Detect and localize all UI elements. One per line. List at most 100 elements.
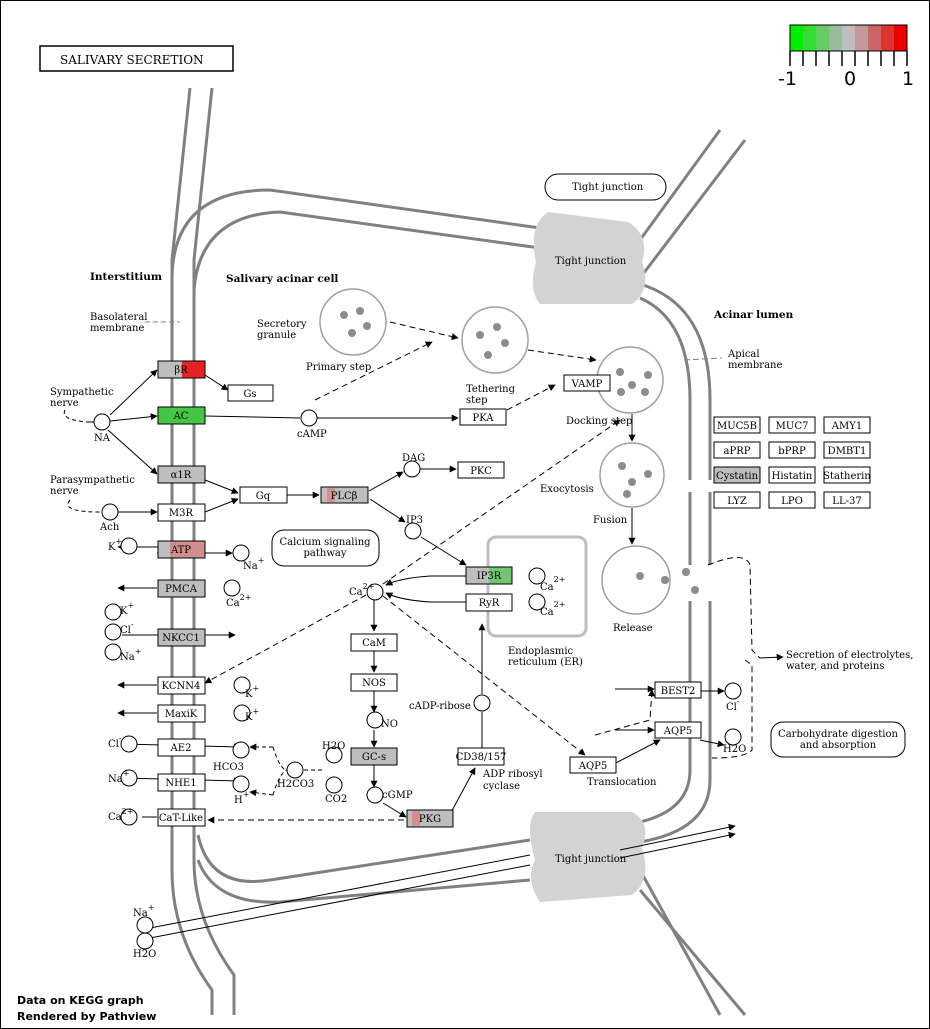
svg-text:Ca2+: Ca2+ — [226, 593, 251, 609]
svg-text:PMCA: PMCA — [165, 584, 198, 595]
gene-MaxiK — [157, 704, 206, 723]
bottom-right-line-b — [638, 889, 747, 1016]
gene-NHE1 — [157, 773, 206, 792]
svg-text:K+: K+ — [120, 601, 134, 617]
footer-line-2: Rendered by Pathview — [17, 1010, 156, 1023]
svg-text:Cl-: Cl- — [726, 697, 740, 713]
bottom-right-line-a — [638, 869, 722, 1016]
lumen-tubes — [149, 823, 736, 939]
top-right-line-a — [638, 129, 722, 241]
calcium-pathway-link[interactable] — [271, 529, 380, 567]
gene-CD38 — [457, 747, 505, 766]
legend-color-cell — [816, 25, 830, 51]
protein-label: bPRP — [778, 446, 806, 457]
svg-text:Ca2+: Ca2+ — [540, 575, 565, 593]
svg-text:RyR: RyR — [479, 598, 500, 609]
gene-AQP5-apical — [654, 721, 702, 739]
svg-text:K+: K+ — [245, 684, 259, 700]
legend-color-cell — [803, 25, 817, 51]
protein-box — [823, 441, 871, 459]
svg-text:PKG: PKG — [419, 814, 441, 825]
region-interstitium: Interstitium — [90, 271, 162, 283]
tight-junction-label: Tight junction — [572, 182, 644, 193]
gene-CaT — [157, 808, 206, 827]
legend-label-min: -1 — [778, 68, 797, 90]
svg-text:βR: βR — [174, 365, 188, 376]
svg-text:DAG: DAG — [402, 453, 425, 464]
svg-text:CaM: CaM — [362, 638, 386, 649]
svg-text:Cl-: Cl- — [120, 620, 134, 636]
gene-CaM — [350, 633, 398, 652]
legend-color-cell — [868, 25, 882, 51]
basolateral-label-2: membrane — [90, 323, 144, 334]
svg-text:NHE1: NHE1 — [165, 778, 196, 789]
upper-membrane-inner — [192, 210, 541, 291]
legend-color-cell — [842, 25, 856, 51]
svg-text:CD38/157: CD38/157 — [456, 752, 507, 763]
svg-text:M3R: M3R — [169, 508, 194, 519]
vesicles — [319, 288, 671, 615]
svg-text:PLCβ: PLCβ — [331, 491, 358, 502]
gene-NOS — [350, 673, 398, 692]
protein-label: LPO — [781, 496, 803, 507]
svg-text:Calcium signaling: Calcium signaling — [279, 537, 371, 548]
protein-label: Cystatin — [716, 471, 759, 482]
svg-text:nerve: nerve — [50, 486, 79, 497]
secretory-granule-label-2: granule — [257, 330, 296, 341]
cell-membranes — [170, 87, 747, 1016]
svg-text:reticulum (ER): reticulum (ER) — [508, 657, 583, 668]
apical-label-2: membrane — [728, 360, 782, 371]
svg-text:H2O: H2O — [133, 949, 156, 960]
svg-text:nerve: nerve — [50, 398, 79, 409]
svg-text:ADP ribosyl: ADP ribosyl — [482, 769, 543, 780]
svg-text:IP3R: IP3R — [477, 571, 502, 582]
svg-text:K+: K+ — [245, 707, 259, 723]
svg-text:HCO3: HCO3 — [213, 762, 244, 773]
tethering-label-1: Tethering — [466, 384, 516, 395]
svg-text:and absorption: and absorption — [800, 740, 877, 751]
svg-text:H2O: H2O — [723, 744, 746, 755]
svg-text:H2O: H2O — [322, 741, 345, 752]
svg-text:cAMP: cAMP — [297, 429, 327, 440]
edges — [63, 321, 784, 824]
svg-text:cADP-ribose: cADP-ribose — [409, 701, 471, 712]
release-label: Release — [613, 623, 653, 634]
bottom-membrane-outer — [196, 834, 531, 883]
svg-text:Translocation: Translocation — [587, 777, 657, 788]
svg-text:Ca2+: Ca2+ — [540, 600, 565, 618]
right-membrane-inner — [639, 282, 712, 844]
svg-text:Ca2+: Ca2+ — [108, 807, 133, 823]
gene-AE2 — [157, 738, 206, 757]
gene-a1R — [157, 465, 206, 484]
gene-Gq — [239, 486, 288, 504]
svg-text:BEST2: BEST2 — [661, 686, 696, 697]
gene-AQP5-trans — [569, 756, 617, 774]
svg-text:Cl-: Cl- — [108, 734, 122, 750]
protein-label: aPRP — [724, 446, 751, 457]
tight-junction-bottom-label: Tight junction — [555, 854, 627, 865]
protein-box — [768, 466, 816, 484]
svg-text:Na+: Na+ — [108, 769, 129, 785]
gene-PKC — [457, 461, 505, 479]
svg-text:cyclase: cyclase — [483, 781, 520, 792]
svg-text:Parasympathetic: Parasympathetic — [50, 475, 135, 486]
carb-pathway-link[interactable] — [770, 721, 906, 758]
gene-RyR — [465, 593, 513, 612]
svg-text:NA: NA — [94, 433, 111, 444]
protein-label: MUC7 — [776, 421, 809, 432]
top-right-line-b — [638, 139, 747, 279]
svg-text:α1R: α1R — [171, 470, 192, 481]
protein-box — [713, 441, 761, 459]
protein-box — [713, 466, 761, 484]
svg-text:Ach: Ach — [99, 522, 120, 533]
exocytosis-label: Exocytosis — [540, 484, 594, 495]
svg-text:KCNN4: KCNN4 — [162, 681, 201, 692]
protein-label: Histatin — [772, 471, 813, 482]
svg-text:Endoplasmic: Endoplasmic — [508, 646, 574, 657]
inner-membrane-upper — [192, 87, 236, 1015]
gene-KCNN4 — [157, 676, 206, 695]
protein-label: LL-37 — [832, 496, 861, 507]
gene-M3R — [157, 503, 206, 522]
gene-VAMP — [563, 374, 611, 392]
